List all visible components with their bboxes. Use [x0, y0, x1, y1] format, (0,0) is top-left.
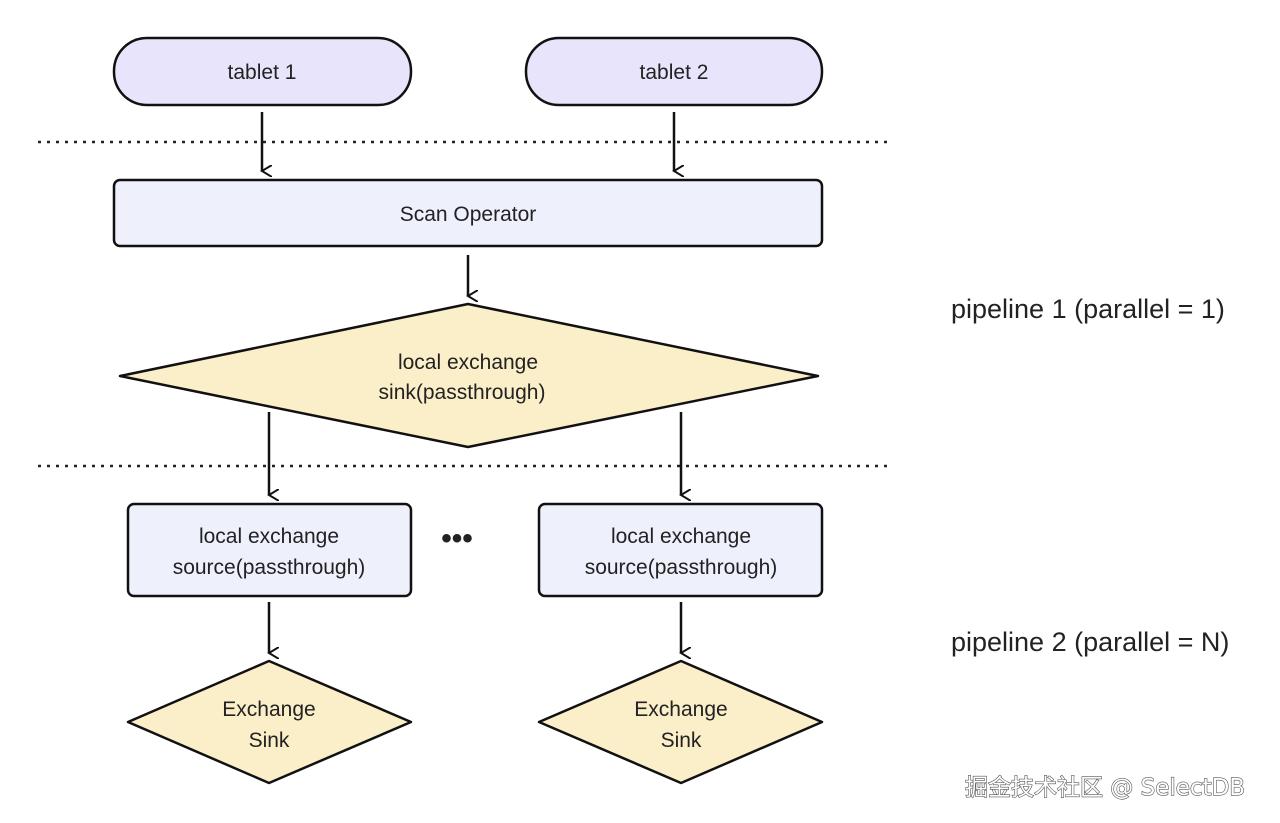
local-exchange-sink-node: local exchange sink(passthrough): [118, 302, 820, 449]
ellipsis: •••: [441, 522, 473, 555]
pipeline-1-label: pipeline 1 (parallel = 1): [951, 294, 1225, 324]
tablet-1-label: tablet 1: [228, 61, 297, 84]
exchange-sink-1-line-1: Exchange: [222, 698, 315, 721]
exchange-sink-1-node: Exchange Sink: [126, 659, 413, 785]
sink-label-line-1: local exchange: [398, 351, 538, 374]
tablet-2-node: tablet 2: [524, 36, 824, 107]
local-exchange-source-2-node: local exchange source(passthrough): [537, 502, 824, 598]
source-1-label-line-2: source(passthrough): [173, 556, 366, 579]
exchange-sink-1-line-2: Sink: [249, 729, 290, 752]
local-exchange-source-1-node: local exchange source(passthrough): [126, 502, 413, 598]
tablet-1-node: tablet 1: [112, 36, 413, 107]
exchange-sink-2-node: Exchange Sink: [537, 659, 824, 785]
scan-operator-label: Scan Operator: [400, 203, 537, 226]
exchange-sink-2-line-2: Sink: [661, 729, 702, 752]
source-2-label-line-2: source(passthrough): [585, 556, 778, 579]
tablet-2-label: tablet 2: [640, 61, 709, 84]
pipeline-2-label: pipeline 2 (parallel = N): [951, 627, 1229, 657]
source-2-label-line-1: local exchange: [611, 525, 751, 548]
exchange-sink-2-line-1: Exchange: [634, 698, 727, 721]
sink-label-line-2: sink(passthrough): [379, 381, 546, 404]
source-1-label-line-1: local exchange: [199, 525, 339, 548]
scan-operator-node: Scan Operator: [112, 178, 824, 248]
watermark: 掘金技术社区 @ SelectDB: [965, 775, 1245, 801]
